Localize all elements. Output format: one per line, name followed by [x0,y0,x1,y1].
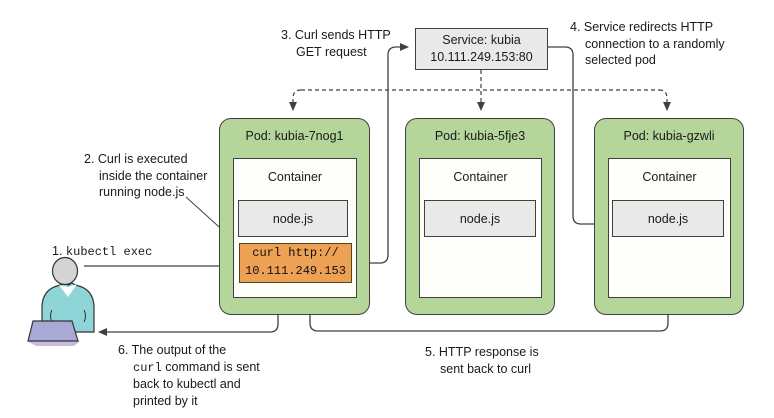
annotation-step5: 5. HTTP response is sent back to curl [425,345,539,376]
curl-command-line1: curl http:// [252,246,339,260]
annotation-step4: 4. Service redirects HTTP connection to … [570,20,725,67]
user-at-laptop-icon [27,256,95,346]
step6-line2-rest: command is sent [161,359,260,374]
laptop-lid [27,320,79,342]
service-ip-port: 10.111.249.153:80 [430,50,533,64]
arrow-step3-get-request [352,43,409,264]
pod3-container-label: Container [642,170,697,184]
dashed-hook-to-pod3 [658,89,671,111]
pod2-container-label: Container [453,170,508,184]
pod1-nodejs-box: node.js [238,200,348,237]
pod3-nodejs-box: node.js [612,200,724,237]
user-head [51,256,79,286]
annotation-step6: 6. The output of the curl command is sen… [118,343,260,408]
step1-number: 1. [52,244,63,258]
curl-command-box: curl http:// 10.111.249.153 [239,243,352,283]
service-box: Service: kubia 10.111.249.153:80 [415,28,548,70]
arrow-step5-response [306,237,669,332]
annotation-step3: 3. Curl sends HTTP GET request [281,28,391,59]
step6-curl-word: curl [133,360,162,375]
user-arm-right [83,309,86,323]
user-body [41,282,95,333]
step1-command: kubectl exec [65,245,153,259]
pod1-title: Pod: kubia-7nog1 [245,129,344,143]
arrow-step4-redirect [548,46,607,228]
annotation-step2: 2. Curl is executed inside the container… [84,152,208,199]
pod1-container-label: Container [267,170,323,184]
pod2-title: Pod: kubia-5fje3 [434,129,526,143]
pod2-nodejs-box: node.js [424,200,536,237]
annotation-step1: 1. kubectl exec [52,243,152,261]
arrow-step6-output [98,283,279,336]
service-name: Service: kubia [442,33,521,47]
laptop-shadow [27,341,80,346]
user-collar [59,284,77,297]
dashed-hook-to-pod1 [289,89,302,111]
curl-command-line2: 10.111.249.153 [245,263,346,278]
pod3-title: Pod: kubia-gzwli [623,129,715,143]
